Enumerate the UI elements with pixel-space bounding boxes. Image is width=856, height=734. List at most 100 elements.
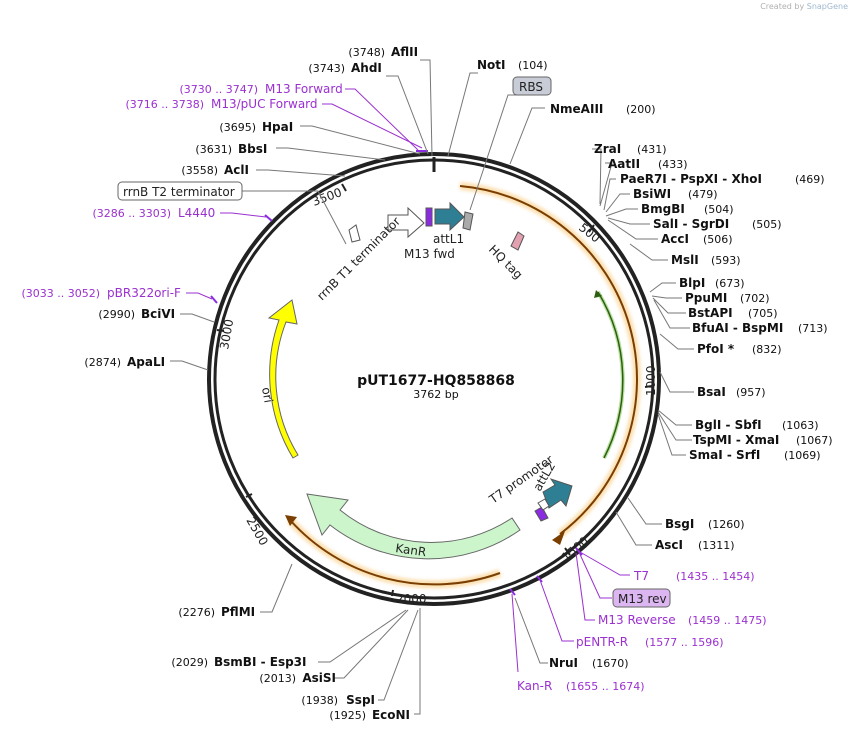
ori-feature <box>267 299 299 459</box>
rrnb-t2-box <box>117 181 243 201</box>
enzyme-pos-bsai: (957) <box>736 386 766 399</box>
t7-promoter-mark <box>537 498 550 511</box>
enzyme-bmgbi: BmgBI <box>641 202 685 216</box>
primer-mark-l4440 <box>264 214 273 222</box>
leader-nmeaiii <box>509 107 545 165</box>
leader-bbsi <box>276 147 386 161</box>
plasmid-size: 3762 bp <box>413 388 458 401</box>
enzyme-pos-bsiwi: (479) <box>688 188 718 201</box>
enzyme-pos-nmeaiii: (200) <box>626 103 656 116</box>
rrnb-t1-label: rrnB T1 terminator <box>314 214 403 303</box>
enzyme-bbsi: BbsI <box>238 142 267 156</box>
rrnb-t2-label: rrnB T2 terminator <box>123 185 235 199</box>
primer-range-m13-puc-forward: (3716 .. 3738) <box>125 98 204 111</box>
leader-penter-r <box>539 579 574 642</box>
leader-asci <box>615 511 652 546</box>
enzyme-bsai: BsaI <box>697 385 726 399</box>
enzyme-pos-xhoi: (469) <box>795 173 825 186</box>
leader-ppumi <box>651 295 682 299</box>
tick-label-1000: 1000 <box>644 365 658 396</box>
m13-rev-primer-mark <box>534 506 549 522</box>
tick-mark-2500 <box>245 493 253 498</box>
green-arc-head <box>594 290 602 298</box>
primer-mark-penter-r <box>536 575 543 583</box>
primer-m13-reverse: M13 Reverse <box>598 613 676 627</box>
leader-pfoi <box>659 333 694 350</box>
leader-l4440 <box>220 212 267 218</box>
leader-apali <box>170 360 209 371</box>
ori-label: ori <box>259 386 275 404</box>
rbs-label: RBS <box>519 80 543 94</box>
primer-range-m13-forward: (3730 .. 3747) <box>179 83 258 96</box>
enzyme-pos-bcivi: (2990) <box>98 308 135 321</box>
leader-m13-rev <box>577 549 612 599</box>
primer-m13-puc-forward: M13/pUC Forward <box>211 97 318 111</box>
rbs-mark <box>462 211 474 231</box>
leader-pbr322ori-f <box>186 292 213 300</box>
primer-range-penter-r: (1577 .. 1596) <box>645 636 724 649</box>
m13-rev-box <box>612 588 671 608</box>
orf-arc-2 <box>289 519 501 586</box>
leader-asisi <box>334 609 409 679</box>
enzyme-pos-zrai: (431) <box>637 143 667 156</box>
leader-sspi <box>378 609 419 701</box>
leader-xhoi <box>603 178 616 211</box>
enzyme-pos-pflmi: (2276) <box>178 606 215 619</box>
enzyme-pos-ppumi: (702) <box>740 292 770 305</box>
orf-arc-2-head <box>285 515 297 526</box>
enzyme-pos-sspi: (1938) <box>301 694 338 707</box>
credit-brand: SnapGene <box>806 2 848 11</box>
primer-leader-lines <box>186 88 630 673</box>
enzyme-pos-bsgi: (1260) <box>708 518 745 531</box>
enzyme-pos-tspmi: (1067) <box>796 434 833 447</box>
enzyme-pos-hpai: (3695) <box>219 121 256 134</box>
leader-bmgbi <box>605 208 638 217</box>
primer-penter-r: pENTR-R <box>576 635 628 649</box>
enzyme-pfoi: PfoI * <box>697 342 735 356</box>
enzyme-bsiwi: BsiWI <box>633 187 671 201</box>
primer-range-t7: (1435 .. 1454) <box>676 570 755 583</box>
leader-bsiwi <box>605 193 630 213</box>
enzyme-pos-bmgbi: (504) <box>704 203 734 216</box>
enzyme-bgli: BglI - SbfI <box>695 418 762 432</box>
hq-tag-label: HQ tag <box>486 242 526 282</box>
enzyme-aatii: AatII <box>608 157 640 171</box>
primer-labels: (3730 .. 3747) M13 Forward (3716 .. 3738… <box>21 82 766 693</box>
enzyme-aflii: AflII <box>391 45 418 59</box>
enzyme-pos-noti: (104) <box>518 59 548 72</box>
enzyme-sspi: SspI <box>346 693 375 707</box>
enzyme-pos-aatii: (433) <box>658 158 688 171</box>
enzyme-sali: SalI - SgrDI <box>653 217 729 231</box>
enzyme-bstapi: BstAPI <box>688 306 733 320</box>
tick-mark-500 <box>588 224 595 233</box>
leader-bstapi <box>652 297 686 314</box>
leader-t7 <box>579 551 630 576</box>
leader-bcivi <box>180 313 215 323</box>
leader-kan-r <box>511 593 519 673</box>
enzyme-pos-smai: (1069) <box>784 449 821 462</box>
enzyme-pflmi: PflMI <box>221 605 255 619</box>
primer-l4440: L4440 <box>178 206 215 220</box>
leader-hpai <box>300 125 421 155</box>
enzyme-smai: SmaI - SrfI <box>689 448 760 462</box>
leader-acci <box>607 219 658 240</box>
enzyme-acli: AclI <box>224 163 249 177</box>
tick-mark-3500 <box>341 183 347 192</box>
leader-acli <box>256 169 346 177</box>
tick-mark-3000 <box>216 329 225 332</box>
enzyme-pos-asisi: (2013) <box>259 672 296 685</box>
primer-m13-forward: M13 Forward <box>265 82 343 96</box>
m13-rev-label: M13 rev <box>618 592 667 606</box>
enzyme-ahdi: AhdI <box>351 61 382 75</box>
leader-nrui <box>514 597 548 664</box>
m13-fwd-label: M13 fwd <box>404 247 455 261</box>
tick-marks <box>216 183 653 597</box>
enzyme-pos-blpi: (673) <box>715 277 745 290</box>
rrnb-t1-small-mark <box>348 224 361 243</box>
enzyme-pos-sali: (505) <box>752 218 782 231</box>
enzyme-pos-esp3i: (2029) <box>171 656 208 669</box>
enzyme-zrai: ZraI <box>594 142 621 156</box>
plasmid-name: pUT1677-HQ858868 <box>357 373 515 389</box>
enzyme-asisi: AsiSI <box>302 671 336 685</box>
enzyme-pos-asci: (1311) <box>698 539 735 552</box>
